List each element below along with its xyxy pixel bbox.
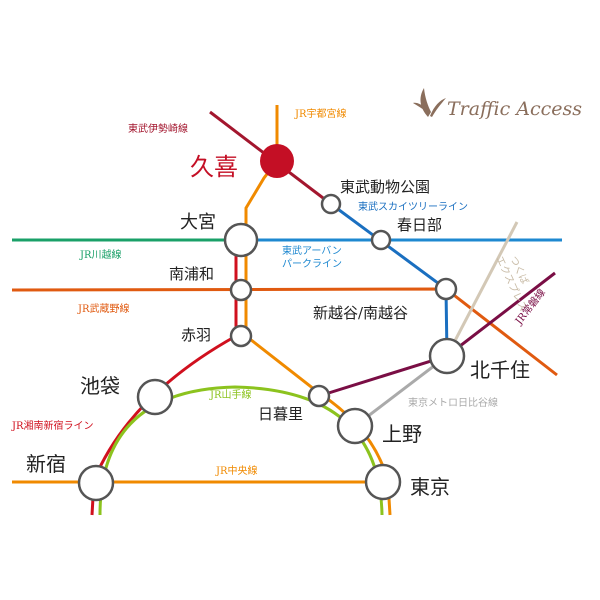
line-label-jr-kawagoe: JR川越線 <box>79 248 122 261</box>
station-omiya-marker <box>223 222 259 258</box>
logo: Traffic Access <box>413 88 582 120</box>
station-nippori-marker <box>307 384 331 408</box>
station-akabane-label: 赤羽 <box>181 326 211 344</box>
station-tokyo-label: 東京 <box>410 475 450 499</box>
line-label-jr-musashino: JR武蔵野線 <box>77 302 130 315</box>
line-label-jr-shonan-shinjuku: JR湘南新宿ライン <box>11 419 94 432</box>
station-akabane-marker <box>229 324 253 348</box>
station-kasukabe-marker <box>370 229 392 251</box>
line-tokyo-metro-hibiya <box>354 354 448 428</box>
line-jr-utsunomiya <box>244 105 279 336</box>
station-ikebukuro-marker <box>136 378 174 416</box>
station-shin-koshigaya-marker <box>434 277 458 301</box>
station-kuki-label: 久喜 <box>190 153 238 181</box>
line-label-jr-utsunomiya: JR宇都宮線 <box>294 107 347 120</box>
line-jr-yamanote <box>98 385 384 516</box>
line-label-tobu-urban-park-1: 東武アーバン <box>282 244 342 257</box>
station-minami-urawa-label: 南浦和 <box>169 265 214 283</box>
station-tobu-dobutsu-koen-label: 東武動物公園 <box>340 178 430 196</box>
line-label-jr-chuo: JR中央線 <box>215 464 258 477</box>
station-shinjuku-label: 新宿 <box>26 452 66 476</box>
station-omiya-label: 大宮 <box>180 212 216 233</box>
station-minami-urawa-marker <box>229 278 253 302</box>
line-label-tokyo-metro-hibiya: 東京メトロ日比谷線 <box>408 396 498 409</box>
station-kasukabe-label: 春日部 <box>397 216 442 234</box>
line-tsukuba-express <box>445 221 519 357</box>
logo-text: Traffic Access <box>447 98 582 120</box>
station-ikebukuro-label: 池袋 <box>80 374 120 398</box>
station-tokyo-marker <box>364 463 402 501</box>
line-label-tobu-skytree: 東武スカイツリーライン <box>358 200 468 213</box>
station-tobu-dobutsu-koen-marker <box>320 193 342 215</box>
leaf-icon <box>413 88 446 117</box>
line-label-tobu-isesaki: 東武伊勢崎線 <box>128 122 188 135</box>
station-nippori-label: 日暮里 <box>258 405 303 423</box>
station-kuki-marker <box>260 144 294 178</box>
line-label-jr-yamanote: JR山手線 <box>209 388 252 401</box>
station-shin-koshigaya-label: 新越谷/南越谷 <box>313 304 408 322</box>
station-ueno-marker <box>336 407 374 445</box>
station-shinjuku-marker <box>77 464 115 502</box>
station-ueno-label: 上野 <box>382 422 422 446</box>
station-kita-senju-marker <box>428 337 466 375</box>
line-label-tobu-urban-park-2: パークライン <box>282 258 342 270</box>
station-kita-senju-label: 北千住 <box>470 358 530 382</box>
